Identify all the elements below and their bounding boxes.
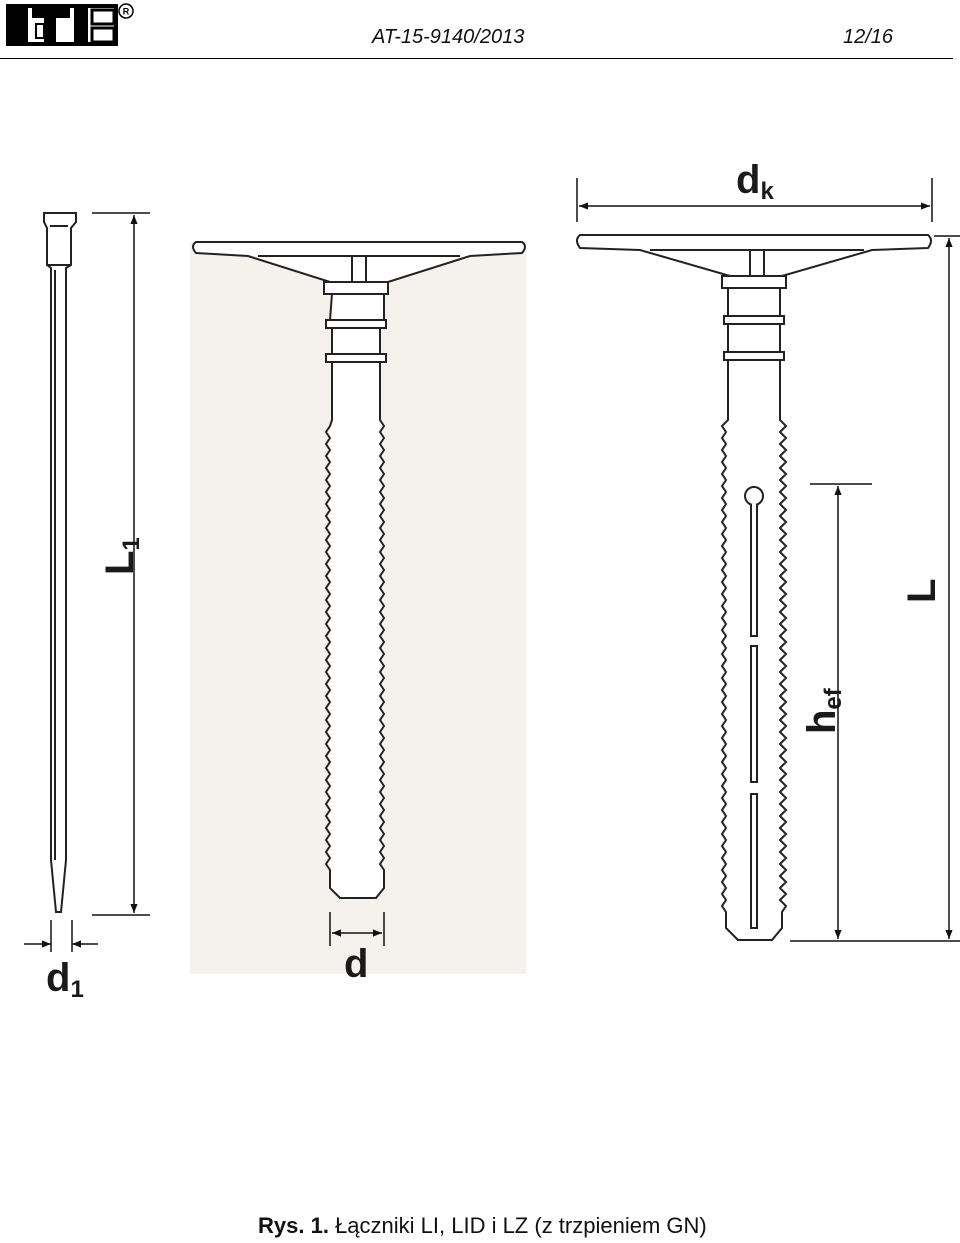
dimension-L	[790, 235, 960, 942]
dimension-dk	[576, 178, 933, 222]
label-hef: hef	[800, 688, 847, 734]
anchor-drawing-right	[576, 234, 932, 941]
page-header: R AT-15-9140/2013 12/16	[0, 0, 960, 62]
label-L: L	[900, 578, 944, 603]
caption-prefix: Rys. 1.	[258, 1213, 329, 1238]
dimension-d1	[24, 920, 98, 952]
page-number: 12/16	[843, 26, 894, 48]
label-d: d	[344, 942, 369, 986]
itb-logo: R	[6, 3, 134, 46]
figure-caption: Rys. 1. Łączniki LI, LID i LZ (z trzpien…	[258, 1213, 707, 1239]
pin-drawing	[43, 212, 77, 913]
dimension-d	[329, 912, 385, 946]
dimension-L1	[92, 212, 150, 916]
caption-text: Łączniki LI, LID i LZ (z trzpieniem GN)	[335, 1213, 707, 1238]
label-dk: dk	[736, 158, 774, 205]
header-rule	[0, 58, 953, 59]
anchor-drawing-left	[192, 241, 526, 899]
document-id: AT-15-9140/2013	[372, 26, 525, 48]
dimension-hef	[810, 483, 872, 939]
label-d1: d1	[46, 956, 84, 1003]
label-L1: L1	[98, 537, 145, 575]
svg-text:R: R	[123, 7, 130, 17]
